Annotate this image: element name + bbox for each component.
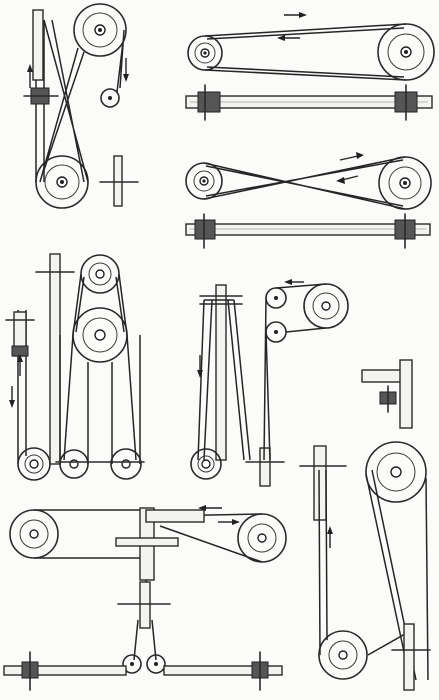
belt-h-lower: [133, 619, 157, 661]
pulley-d-bottom-right: [110, 448, 142, 480]
belt-a-right: [116, 29, 125, 93]
direction-arrow-e: [197, 355, 203, 378]
pulley-a-idler: [100, 88, 120, 108]
pulley-c-right: [378, 156, 432, 210]
bracket-f-side: [361, 359, 413, 429]
direction-arrow-f: [284, 279, 304, 285]
direction-arrow-h: [198, 505, 240, 525]
direction-arrow-d: [9, 354, 23, 408]
pulley-f-guide-top: [265, 287, 287, 309]
belt-h-top: [34, 509, 263, 563]
mechanism-d: [5, 253, 145, 481]
pulley-f-guide-bottom: [265, 321, 287, 343]
direction-arrow-b: [277, 12, 307, 41]
shaft-d-left: [35, 253, 75, 465]
shaft-h-lower: [139, 581, 151, 629]
shaft-view-h: [3, 651, 283, 691]
belt-g: [318, 469, 429, 681]
mechanism-a: [23, 3, 139, 209]
mechanism-c: [185, 152, 432, 249]
shaft-a-left: [32, 9, 44, 81]
mechanism-b: [185, 12, 435, 121]
pulley-a-top: [73, 3, 127, 57]
pulley-h-left: [9, 509, 59, 559]
pulley-g-top: [365, 441, 427, 503]
direction-arrow-g: [327, 526, 333, 548]
shaft-view-c: [185, 213, 431, 249]
shaft-e-right: [259, 447, 271, 487]
pulley-h-idler-left: [122, 654, 142, 674]
direction-arrow-a-up: [27, 64, 33, 88]
mechanism-h: [3, 505, 287, 691]
pulley-d-top: [80, 254, 120, 294]
frame-h: [115, 507, 205, 601]
pulley-d-bottom-left: [17, 447, 51, 481]
shaft-view-b: [185, 84, 433, 121]
mechanism-f: [263, 279, 413, 461]
shaft-g-left: [313, 445, 327, 521]
pulley-d-middle: [72, 307, 128, 363]
mechanism-g: [299, 441, 431, 691]
mechanism-e: [190, 284, 285, 487]
belt-d-long: [17, 310, 141, 464]
belt-d-stack: [72, 273, 128, 336]
belt-b: [204, 23, 407, 81]
direction-arrow-a-down: [123, 58, 129, 82]
pulley-b-right: [377, 23, 435, 81]
belt-a-diag1: [43, 19, 89, 183]
pulley-b-left: [187, 35, 223, 71]
pulley-e-bottom: [190, 448, 222, 480]
shaft-a-right: [113, 155, 123, 207]
belt-e: [197, 299, 251, 461]
pulley-h-right: [237, 513, 287, 563]
shaft-g-right: [403, 623, 415, 691]
belt-f: [263, 283, 327, 461]
direction-arrow-c: [336, 152, 364, 184]
pulley-h-idler-right: [146, 654, 166, 674]
belt-c-crossed: [203, 156, 406, 210]
pulley-g-bottom: [318, 630, 368, 680]
belt-a-diag2: [39, 47, 85, 183]
pulley-f-large: [303, 283, 349, 329]
